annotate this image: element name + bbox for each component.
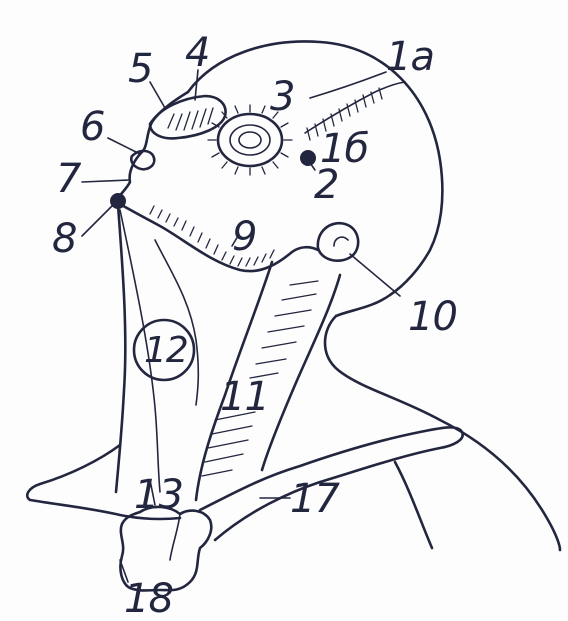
label-7: 7: [56, 156, 82, 202]
neck-front-line: [116, 205, 125, 492]
label-10: 10: [408, 294, 457, 340]
label-3: 3: [270, 74, 294, 120]
label-9: 9: [232, 214, 256, 260]
shoulder-line: [395, 462, 432, 548]
label-13: 13: [134, 472, 183, 518]
label-8: 8: [52, 216, 76, 262]
neck-back-outline: [325, 316, 560, 550]
face-profile: [114, 92, 188, 204]
label-2: 2: [314, 162, 338, 208]
label-11: 11: [220, 374, 269, 420]
label-5: 5: [128, 46, 152, 92]
label-18: 18: [124, 576, 173, 621]
label-4: 4: [185, 30, 209, 76]
label-17: 17: [290, 476, 340, 522]
label-6: 6: [80, 104, 104, 150]
label-12: 12: [144, 330, 188, 371]
label-1a: 1a: [386, 34, 434, 80]
